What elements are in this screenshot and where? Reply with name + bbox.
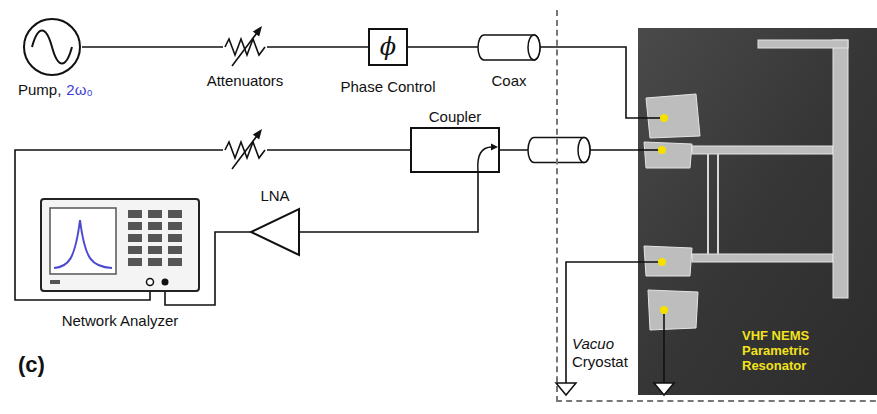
signal-wire: [300, 173, 478, 232]
attenuator-symbol: [223, 26, 267, 66]
instrument-label: Network Analyzer: [62, 312, 179, 329]
sem-image: VHF NEMS Parametric Resonator: [638, 28, 877, 395]
coupler-arrow: [412, 129, 498, 171]
component-label: Coax: [491, 72, 526, 89]
coupler-box: Coupler: [410, 127, 500, 173]
coax-symbol: [478, 35, 540, 60]
frequency-label: 2ω₀: [66, 81, 92, 98]
region-label: Vacuo: [572, 335, 614, 352]
source-label: Pump,: [18, 81, 61, 98]
cryostat-region: VacuoCryostat: [556, 10, 877, 402]
phase-control-box: ϕPhase Control: [368, 28, 408, 66]
coax-symbol: [528, 138, 590, 163]
panel-letter: (c): [18, 352, 45, 377]
analyzer-front-panel: [42, 200, 198, 290]
component-label: Attenuators: [207, 72, 284, 89]
component-label: LNA: [260, 187, 289, 204]
sine-source-symbol: [22, 17, 82, 77]
amplifier-triangle: [250, 208, 300, 256]
component-label: Coupler: [429, 108, 482, 125]
label-row: Pump, 2ω₀: [18, 81, 93, 98]
pump-source: Pump,2ω₀: [22, 17, 82, 77]
signal-wire: [15, 150, 410, 300]
phase-symbol: ϕ: [370, 33, 406, 61]
device-label: VHF NEMS Parametric Resonator: [742, 328, 826, 373]
region-label: Cryostat: [572, 353, 628, 370]
attenuator-symbol: [223, 129, 267, 169]
network-analyzer: Network Analyzer: [40, 198, 200, 292]
amplifier: LNA: [250, 208, 300, 256]
component-label: Phase Control: [340, 78, 435, 95]
